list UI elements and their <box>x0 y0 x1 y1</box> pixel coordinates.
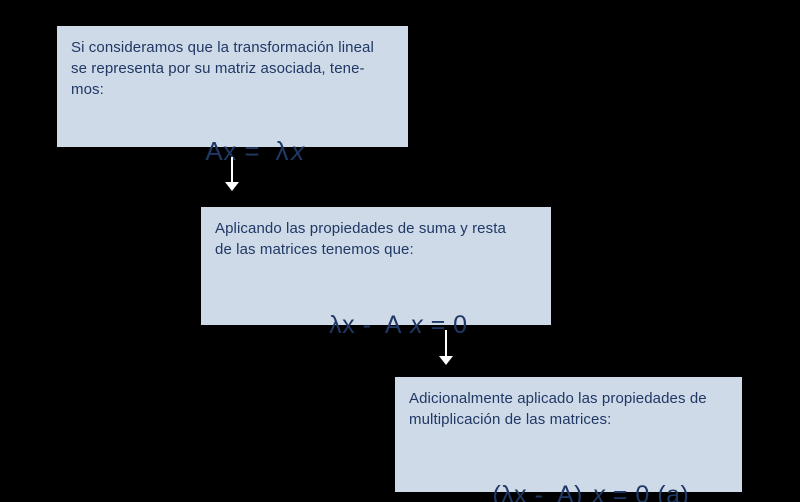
box2-line-2: de las matrices tenemos que: <box>215 241 414 258</box>
box2-equation-pre: λx - A <box>329 311 409 339</box>
box3-equation-pre: (λx - A) <box>492 481 591 502</box>
box2-equation-post: = 0 <box>423 311 468 339</box>
arrow-down-1-icon <box>224 157 240 191</box>
box1-equation-variable: x <box>291 136 305 166</box>
box1-line-1: Si consideramos que la transformación li… <box>71 39 374 56</box>
flow-box-suma-resta: Aplicando las propiedades de suma y rest… <box>201 207 551 339</box>
box3-line-1: Adicionalmente aplicado las propiedades … <box>409 390 707 407</box>
arrow-down-2-icon <box>438 330 454 366</box>
box1-line-2: se representa por su matriz asociada, te… <box>71 60 365 77</box>
box1-equation: Ax = λx <box>71 103 394 199</box>
arrow-1-shaft <box>231 157 233 183</box>
box2-line-1: Aplicando las propiedades de suma y rest… <box>215 220 506 237</box>
box2-paragraph: Aplicando las propiedades de suma y rest… <box>215 218 537 260</box>
arrow-2-shaft <box>445 330 447 357</box>
box1-paragraph: Si consideramos que la transformación li… <box>71 37 394 100</box>
box1-equation-pre: Ax = λ <box>205 136 290 166</box>
box3-equation-variable: x <box>592 481 606 502</box>
box2-equation-variable: x <box>410 311 424 339</box>
box3-line-2: multiplicación de las matrices: <box>409 411 612 428</box>
arrow-2-head <box>439 356 453 365</box>
arrow-1-head <box>225 182 239 191</box>
flow-box-transformacion-lineal: Si consideramos que la transformación li… <box>57 26 408 166</box>
box3-paragraph: Adicionalmente aplicado las propiedades … <box>409 388 728 430</box>
box2-equation: λx - A x = 0 <box>215 277 537 373</box>
box1-line-3: mos: <box>71 81 104 98</box>
flow-box-multiplicacion: Adicionalmente aplicado las propiedades … <box>395 377 742 502</box>
box3-equation-post: = 0 (a) <box>605 481 690 502</box>
box3-equation: (λx - A) x = 0 (a) <box>409 447 728 502</box>
